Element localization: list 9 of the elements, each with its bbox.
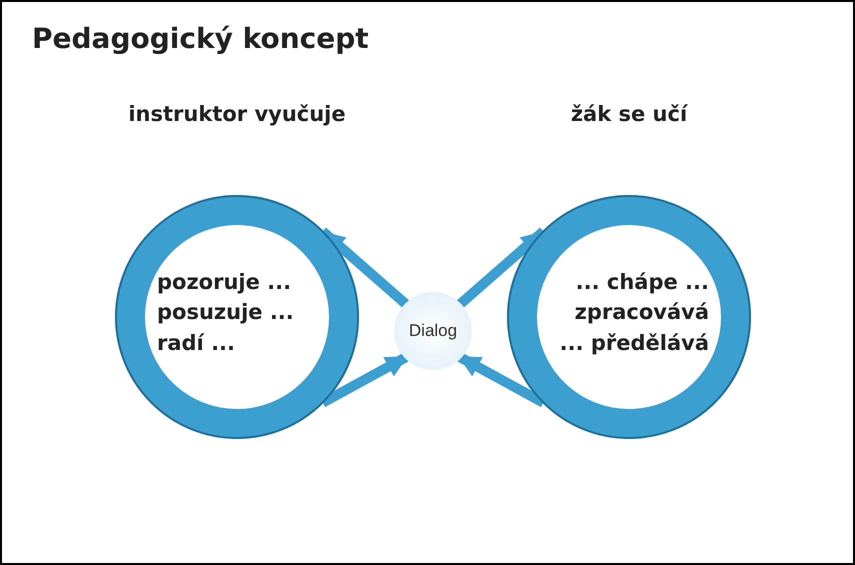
dialog-label: Dialog	[408, 321, 458, 341]
dialog-circle	[394, 292, 472, 370]
circle-heading: instruktor vyučuje	[127, 102, 347, 126]
circle-heading: žák se učí	[570, 102, 689, 126]
activity-list: ... chápe ... zpracovává ... předělává	[559, 267, 709, 358]
diagram-title: Pedagogický koncept	[32, 22, 369, 55]
cycle-circle	[112, 102, 362, 442]
activity-list: pozoruje ... posuzuje ... radí ...	[157, 267, 307, 358]
cycle-circle	[504, 102, 754, 442]
